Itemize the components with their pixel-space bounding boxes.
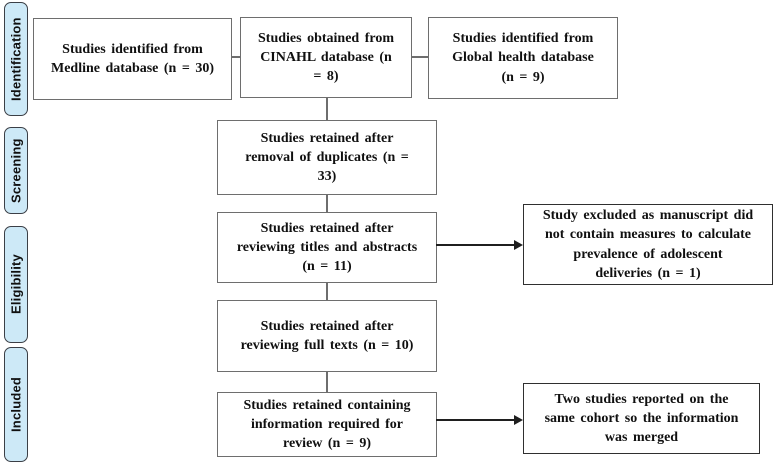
box-cinahl-obtained: Studies obtained from CINAHL database (n… (240, 17, 412, 98)
box-cohort-merged: Two studies reported on the same cohort … (523, 383, 760, 454)
box-retained-for-review: Studies retained containing information … (217, 392, 437, 457)
stage-label-included: Included (4, 347, 28, 462)
connector-duplicates-titles (326, 194, 328, 213)
box-titles-abstracts-reviewed: Studies retained after reviewing titles … (217, 212, 437, 283)
box-duplicates-removed: Studies retained after removal of duplic… (217, 120, 437, 195)
box-global-health-identified: Studies identified from Global health da… (428, 17, 618, 99)
arrow-titles-to-excluded (436, 244, 516, 246)
arrow-head-icon (514, 240, 523, 250)
stage-label-eligibility: Eligibility (4, 226, 28, 343)
connector-cinahl-global-health (411, 56, 429, 58)
connector-titles-fulltexts (326, 282, 328, 301)
connector-medline-cinahl (231, 56, 241, 58)
arrow-review-to-merged (436, 419, 516, 421)
connector-fulltexts-review (326, 371, 328, 393)
box-full-texts-reviewed: Studies retained after reviewing full te… (217, 300, 437, 372)
box-medline-identified: Studies identified from Medline database… (33, 18, 232, 100)
stage-label-screening: Screening (4, 127, 28, 214)
connector-cinahl-duplicates (326, 97, 328, 121)
stage-label-identification: Identification (4, 2, 28, 116)
arrow-head-icon (514, 415, 523, 425)
box-study-excluded: Study excluded as manuscript did not con… (523, 204, 773, 285)
